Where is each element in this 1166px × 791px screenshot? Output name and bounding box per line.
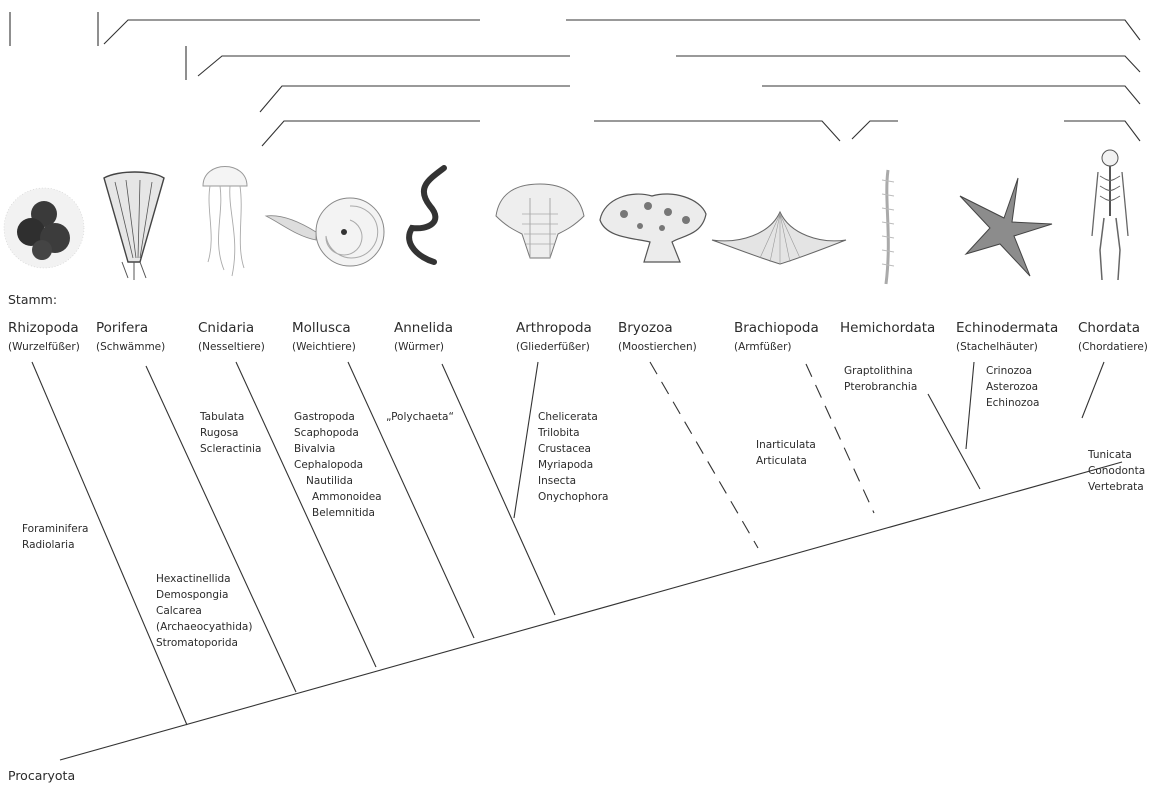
group-label: Cephalopoda [294, 459, 363, 471]
phylum-common-name: (Gliederfüßer) [516, 341, 590, 353]
phylum-name: Cnidaria [198, 320, 254, 336]
phylum-common-name: (Weichtiere) [292, 341, 356, 353]
group-label: Hexactinellida [156, 573, 231, 585]
phylum-name: Bryozoa [618, 320, 673, 336]
group-label: Radiolaria [22, 539, 75, 551]
group-label: Ammonoidea [312, 491, 382, 503]
brachiopod-shell-icon [712, 212, 846, 264]
group-label: Articulata [756, 455, 807, 467]
graptolite-icon [882, 170, 894, 284]
organism-illustrations [4, 150, 1128, 284]
group-label: Scaphopoda [294, 427, 359, 439]
phylum-name: Porifera [96, 320, 148, 336]
main-trunk-line [60, 462, 1122, 760]
group-label: Pterobranchia [844, 381, 917, 393]
phylum-name: Echinodermata [956, 320, 1058, 336]
group-label: „Polychaeta“ [386, 411, 454, 423]
sponge-icon [104, 172, 164, 280]
nautilus-icon [266, 198, 384, 266]
group-label: Demospongia [156, 589, 228, 601]
phylum-annelida: Annelida (Würmer) „Polychaeta“ [386, 320, 454, 423]
group-label: Scleractinia [200, 443, 261, 455]
phylum-common-name: (Nesseltiere) [198, 341, 265, 353]
group-label: Vertebrata [1088, 481, 1144, 493]
group-label: Belemnitida [312, 507, 375, 519]
phylum-common-name: (Würmer) [394, 341, 444, 353]
labels: Stamm: Rhizopoda (Wurzelfüßer) Foraminif… [8, 292, 1148, 783]
phylum-common-name: (Chordatiere) [1078, 341, 1148, 353]
root-label: Procaryota [8, 768, 75, 783]
branch-hemichordata [928, 394, 980, 489]
group-label: Bivalvia [294, 443, 335, 455]
group-label: Rugosa [200, 427, 238, 439]
group-label: Onychophora [538, 491, 608, 503]
group-label: (Archaeocyathida) [156, 621, 252, 633]
group-label: Calcarea [156, 605, 202, 617]
phylum-bryozoa: Bryozoa (Moostierchen) [618, 320, 697, 353]
phylum-name: Arthropoda [516, 320, 592, 336]
phylum-chordata: Chordata (Chordatiere) Tunicata Conodont… [1078, 320, 1148, 493]
group-label: Foraminifera [22, 523, 88, 535]
bryozoan-icon [600, 194, 706, 262]
phylum-cnidaria: Cnidaria (Nesseltiere) Tabulata Rugosa S… [198, 320, 265, 455]
group-label: Trilobita [537, 427, 580, 439]
group-label: Conodonta [1088, 465, 1145, 477]
phylum-brachiopoda: Brachiopoda (Armfüßer) Inarticulata Arti… [734, 320, 819, 467]
phylum-mollusca: Mollusca (Weichtiere) Gastropoda Scaphop… [292, 320, 382, 519]
group-label: Insecta [538, 475, 576, 487]
phylum-porifera: Porifera (Schwämme) Hexactinellida Demos… [96, 320, 252, 649]
group-label: Gastropoda [294, 411, 355, 423]
phylum-common-name: (Armfüßer) [734, 341, 791, 353]
group-label: Inarticulata [756, 439, 816, 451]
relationship-brackets [10, 12, 1140, 146]
phylum-name: Rhizopoda [8, 320, 79, 336]
branch-annelida [442, 364, 555, 615]
phylum-common-name: (Moostierchen) [618, 341, 697, 353]
group-label: Tunicata [1087, 449, 1132, 461]
group-label: Chelicerata [538, 411, 598, 423]
group-label: Crustacea [538, 443, 591, 455]
phylum-hemichordata: Hemichordata Graptolithina Pterobranchia [840, 320, 935, 393]
group-label: Asterozoa [986, 381, 1038, 393]
group-label: Crinozoa [986, 365, 1032, 377]
phylum-common-name: (Wurzelfüßer) [8, 341, 80, 353]
worm-icon [409, 168, 444, 262]
branch-arthropoda [514, 362, 538, 518]
group-label: Echinozoa [986, 397, 1039, 409]
trilobite-icon [496, 184, 584, 258]
phylum-name: Annelida [394, 320, 453, 336]
jellyfish-icon [203, 167, 247, 277]
phylum-name: Chordata [1078, 320, 1140, 336]
branch-echinodermata [966, 362, 974, 449]
phylum-rhizopoda: Rhizopoda (Wurzelfüßer) Foraminifera Rad… [8, 320, 88, 551]
radiolarian-foraminifera-icon [4, 188, 84, 268]
starfish-icon [960, 178, 1052, 276]
group-label: Stromatoporida [156, 637, 238, 649]
skeleton-icon [1092, 150, 1128, 280]
stamm-label: Stamm: [8, 292, 57, 307]
group-label: Tabulata [199, 411, 244, 423]
branch-bryozoa [650, 362, 758, 548]
phylum-name: Brachiopoda [734, 320, 819, 336]
phylum-name: Hemichordata [840, 320, 935, 336]
phylum-common-name: (Schwämme) [96, 341, 165, 353]
phylum-name: Mollusca [292, 320, 351, 336]
group-label: Graptolithina [844, 365, 913, 377]
phylum-common-name: (Stachelhäuter) [956, 341, 1038, 353]
branch-chordata [1082, 362, 1104, 418]
group-label: Nautilida [306, 475, 353, 487]
group-label: Myriapoda [538, 459, 593, 471]
